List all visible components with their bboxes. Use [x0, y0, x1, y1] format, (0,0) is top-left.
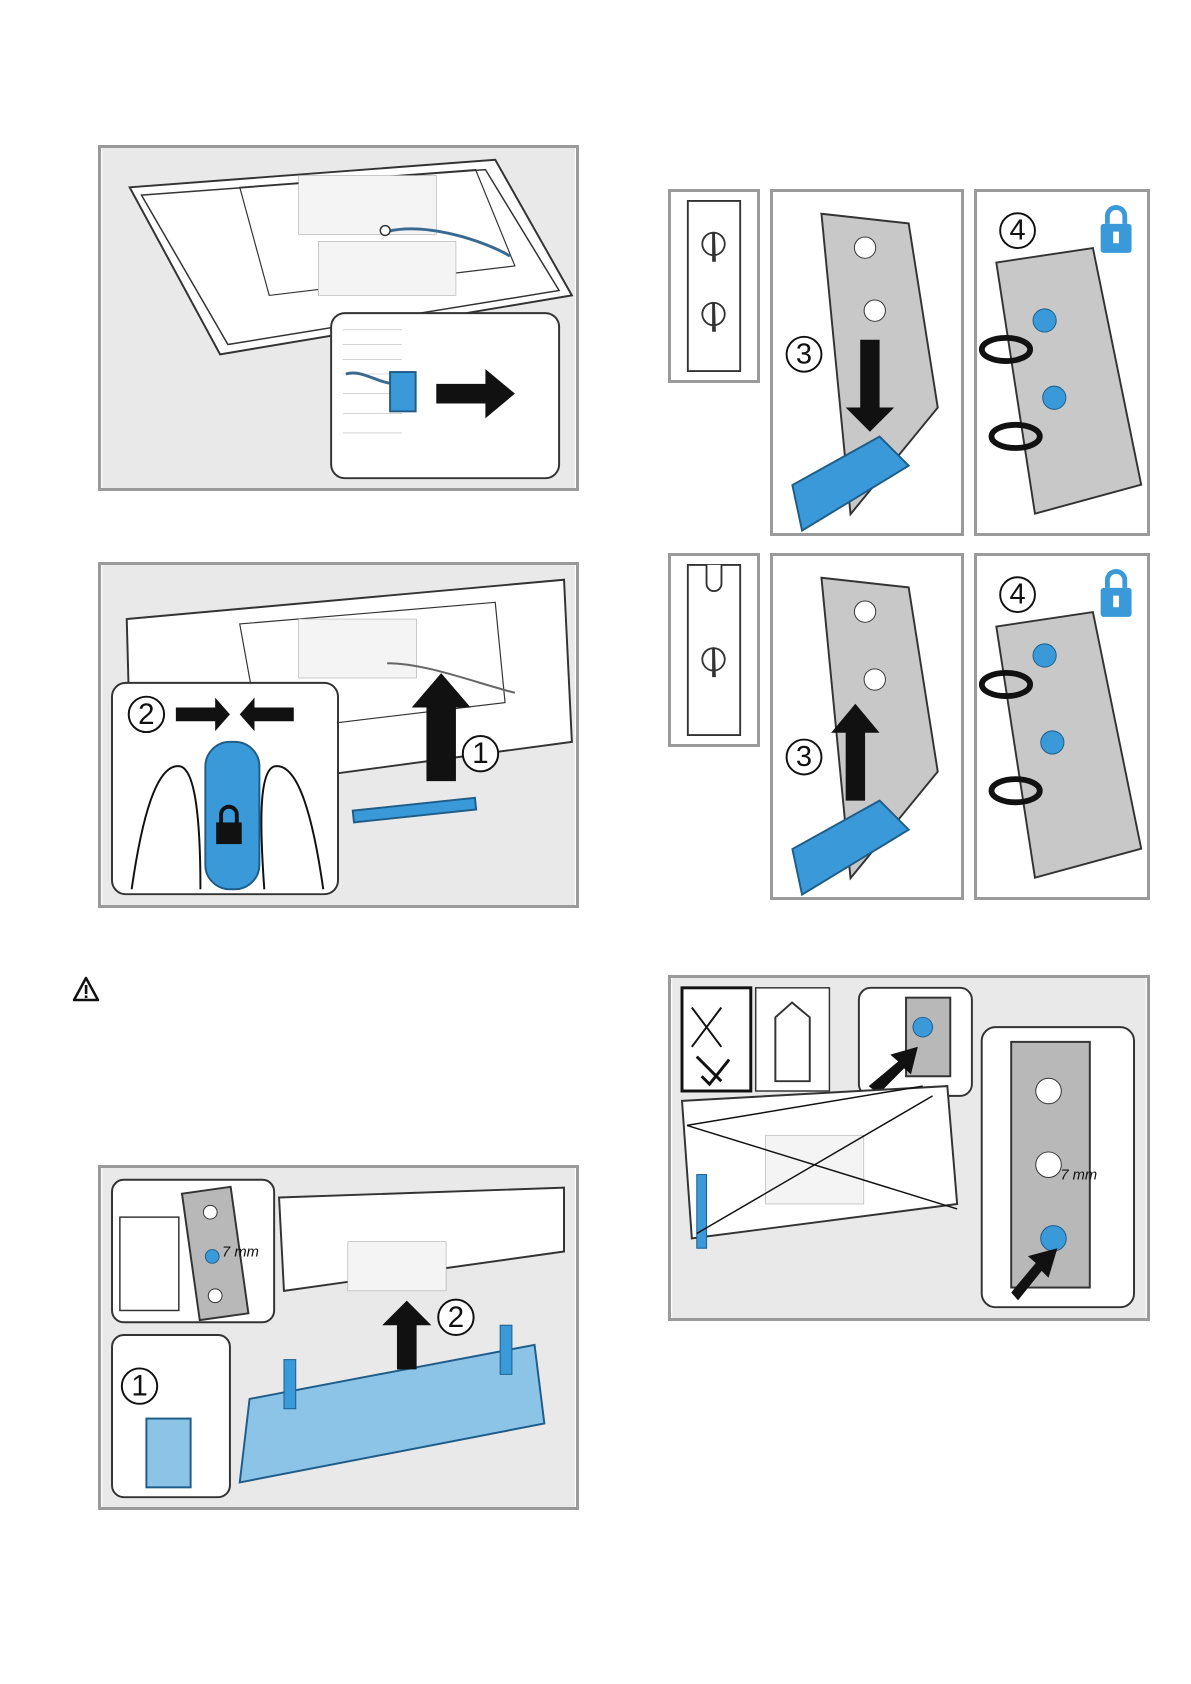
screw-icon — [854, 237, 875, 258]
figure-slot-profile — [668, 553, 760, 747]
step-number-1: 1 — [472, 737, 488, 770]
screw-icon — [854, 601, 875, 622]
screw-icon — [1033, 644, 1056, 667]
zoom-inset-clip: 1 — [112, 1335, 230, 1497]
tool-hint — [682, 988, 829, 1091]
clip-illustration: 1 2 — [101, 565, 576, 905]
step-number-4: 4 — [1010, 215, 1026, 247]
figure-connector-unplug — [98, 145, 579, 491]
zoom-inset-right: 7 mm — [982, 1027, 1134, 1307]
screen-illustration: 2 7 mm 1 — [101, 1168, 576, 1507]
measure-label: 7 mm — [1060, 1167, 1097, 1183]
figure-clip-fixing: 1 2 — [98, 562, 579, 908]
lock-icon — [1101, 207, 1132, 252]
screw-icon — [864, 300, 885, 321]
zoom-inset: 2 — [112, 683, 338, 894]
zoom-inset-top — [859, 988, 972, 1096]
step-number-4: 4 — [1010, 579, 1026, 611]
lock-icon — [1101, 571, 1132, 616]
zoom-inset-screws: 7 mm — [112, 1180, 274, 1322]
screw-icon — [1041, 731, 1064, 754]
screw-icon — [1033, 309, 1056, 332]
figure-slot-lock: 4 — [974, 553, 1150, 900]
measure-label: 7 mm — [222, 1244, 259, 1260]
figure-mounting-screws: 7 mm — [668, 975, 1150, 1321]
figure-keyhole-profile — [668, 189, 760, 383]
screw-icon — [1036, 1152, 1062, 1178]
figure-slot-hang: 3 — [770, 553, 964, 900]
step-number-3: 3 — [796, 741, 812, 773]
step-number-2: 2 — [138, 698, 154, 731]
zoom-inset — [331, 313, 559, 478]
connector-plug — [390, 372, 416, 411]
screw-icon — [913, 1017, 933, 1037]
screw-icon — [1041, 1226, 1067, 1252]
screw-icon — [864, 669, 885, 690]
screw-icon — [205, 1250, 219, 1264]
figure-keyhole-hang: 3 — [770, 189, 964, 536]
screw-icon — [203, 1205, 217, 1219]
figure-keyhole-lock: 4 — [974, 189, 1150, 536]
step-number-3: 3 — [796, 338, 812, 370]
connector-illustration — [101, 148, 576, 488]
figure-screen-fixing: 2 7 mm 1 — [98, 1165, 579, 1510]
warning-icon — [72, 976, 100, 1002]
step-number-2: 2 — [448, 1301, 464, 1334]
step-number-1: 1 — [131, 1370, 147, 1403]
screw-icon — [1036, 1078, 1062, 1104]
screw-icon — [208, 1289, 222, 1303]
screw-icon — [1043, 386, 1066, 409]
